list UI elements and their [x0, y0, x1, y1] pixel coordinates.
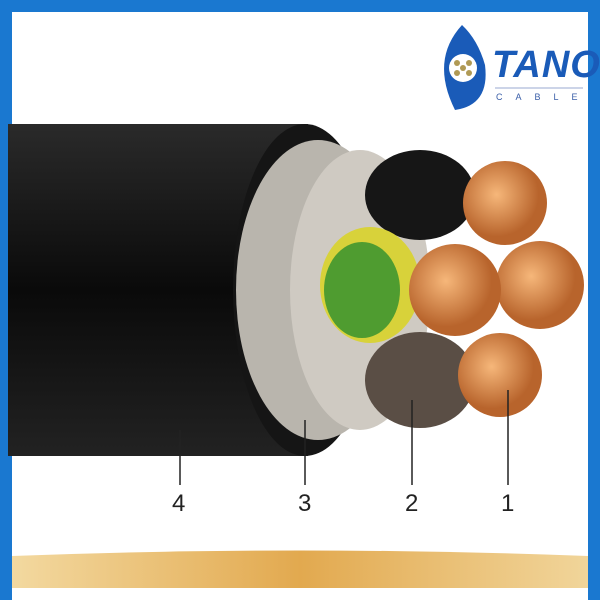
black-core-insulation	[365, 150, 475, 240]
copper-conductor	[463, 161, 547, 245]
label-2: 2	[405, 490, 419, 517]
label-4: 4	[172, 490, 186, 517]
logo-brand: TANO	[492, 44, 600, 86]
label-3: 3	[298, 490, 312, 517]
label-1: 1	[501, 490, 515, 517]
gold-band	[12, 550, 588, 588]
brown-core-insulation	[365, 332, 475, 428]
copper-conductor	[458, 333, 542, 417]
logo-sub: CABLE	[496, 92, 591, 102]
copper-conductor	[409, 244, 501, 336]
leader-lines	[179, 390, 509, 485]
logo-icon	[444, 25, 486, 110]
copper-conductor	[496, 241, 584, 329]
